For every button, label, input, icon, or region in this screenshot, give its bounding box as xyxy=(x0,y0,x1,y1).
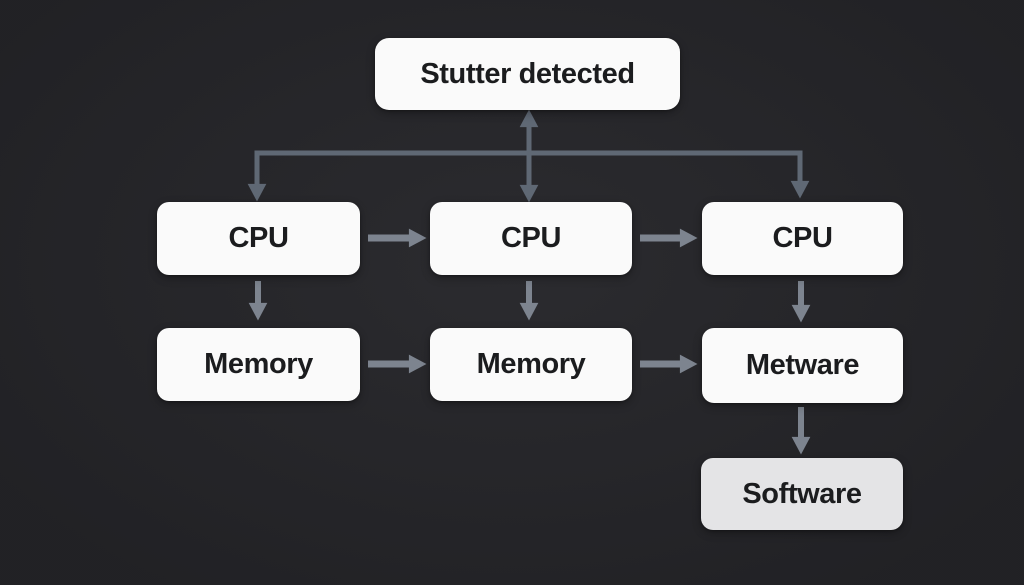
arrow-root-branch xyxy=(247,150,810,202)
node-cpu-3: CPU xyxy=(702,202,903,275)
node-cpu-2: CPU xyxy=(430,202,632,275)
node-cpu-1-label: CPU xyxy=(228,222,289,254)
node-memory-1: Memory xyxy=(157,328,360,401)
node-memory-2-label: Memory xyxy=(476,348,586,380)
node-cpu-2-label: CPU xyxy=(500,222,562,254)
node-stutter-detected-label: Stutter detected xyxy=(420,57,635,90)
node-software: Software xyxy=(701,458,903,530)
node-cpu-3-label: CPU xyxy=(772,222,833,254)
node-software-label: Software xyxy=(742,477,862,510)
node-stutter-detected: Stutter detected xyxy=(375,38,680,110)
node-metware: Metware xyxy=(702,328,903,403)
node-memory-1-label: Memory xyxy=(204,348,313,380)
node-cpu-1: CPU xyxy=(157,202,360,275)
node-memory-2: Memory xyxy=(430,328,632,401)
node-metware-label: Metware xyxy=(745,349,860,381)
